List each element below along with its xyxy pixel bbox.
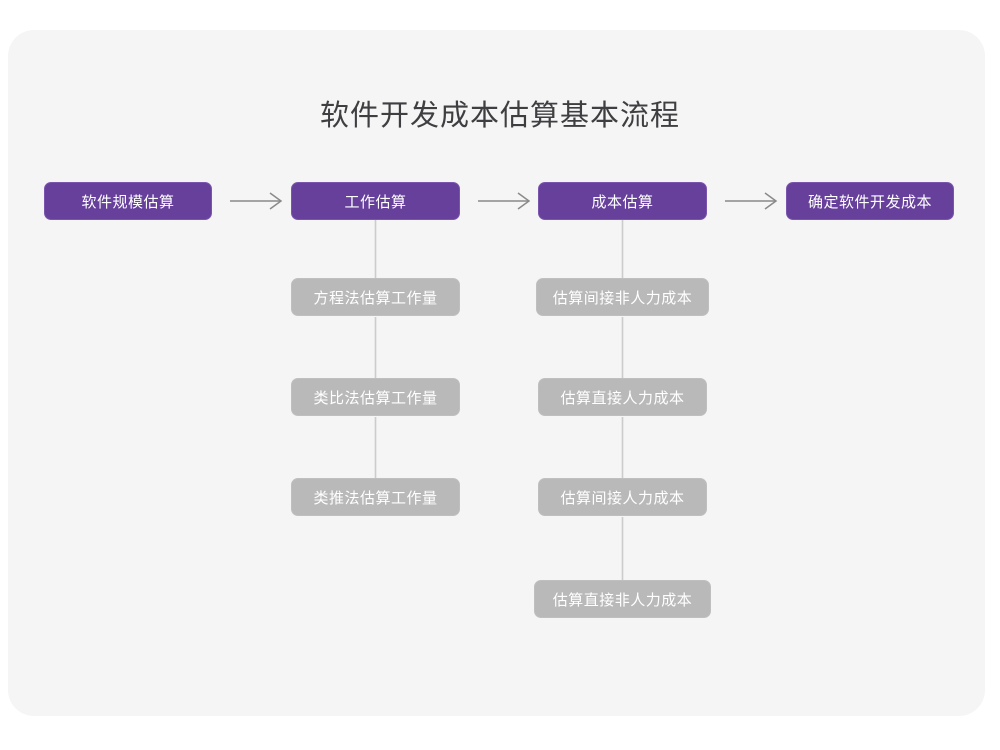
node-inference-method-effort[interactable]: 类推法估算工作量 [291, 478, 460, 516]
node-label: 方程法估算工作量 [313, 289, 438, 307]
node-label: 确定软件开发成本 [807, 193, 932, 211]
page-title: 软件开发成本估算基本流程 [319, 100, 680, 132]
node-direct-labor-cost[interactable]: 估算直接人力成本 [538, 378, 707, 416]
arrow-scale-to-effort [230, 192, 283, 210]
arrow-effort-to-cost [478, 192, 531, 210]
node-indirect-nonlabor-cost[interactable]: 估算间接非人力成本 [536, 278, 709, 316]
node-label: 类推法估算工作量 [313, 489, 438, 507]
node-final-cost[interactable]: 确定软件开发成本 [786, 182, 954, 220]
node-label: 工作估算 [344, 193, 407, 211]
node-label: 估算间接非人力成本 [552, 289, 693, 307]
node-cost-estimation[interactable]: 成本估算 [538, 182, 707, 220]
arrow-cost-to-final [725, 192, 778, 210]
diagram-card [8, 30, 985, 716]
node-label: 类比法估算工作量 [313, 389, 438, 407]
node-label: 估算间接人力成本 [560, 489, 685, 507]
node-label: 软件规模估算 [81, 193, 175, 211]
node-effort-estimation[interactable]: 工作估算 [291, 182, 460, 220]
node-software-scale-estimation[interactable]: 软件规模估算 [44, 182, 212, 220]
node-label: 成本估算 [591, 193, 654, 211]
node-indirect-labor-cost[interactable]: 估算间接人力成本 [538, 478, 707, 516]
node-label: 估算直接人力成本 [560, 389, 685, 407]
node-analogy-method-effort[interactable]: 类比法估算工作量 [291, 378, 460, 416]
node-direct-nonlabor-cost[interactable]: 估算直接非人力成本 [534, 580, 711, 618]
node-equation-method-effort[interactable]: 方程法估算工作量 [291, 278, 460, 316]
node-label: 估算直接非人力成本 [552, 591, 693, 609]
